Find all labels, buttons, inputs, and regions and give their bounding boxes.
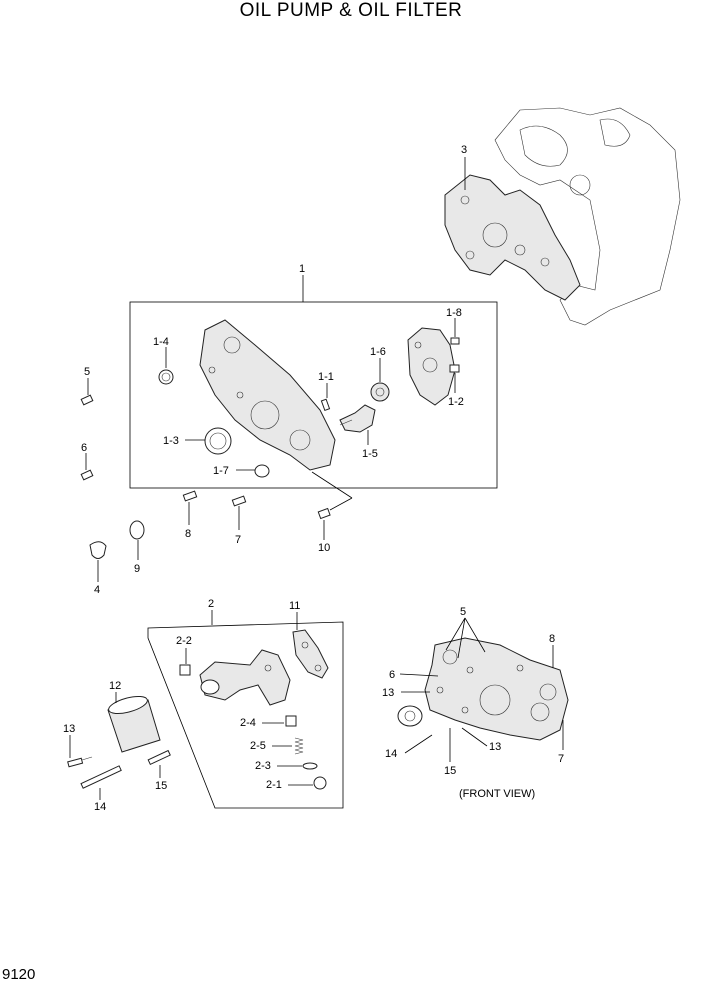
callout-2-3: 2-3 xyxy=(255,760,271,772)
page-title: OIL PUMP & OIL FILTER xyxy=(239,0,463,21)
oil-pump-cover xyxy=(407,327,456,406)
callout-14: 14 xyxy=(94,801,106,813)
front-view-callout-13b: 13 xyxy=(489,741,501,753)
callout-3: 3 xyxy=(461,144,467,156)
callout-8: 8 xyxy=(185,528,191,540)
front-view-callout-7: 7 xyxy=(558,753,564,765)
callout-11: 11 xyxy=(289,600,300,612)
page-number: 9120 xyxy=(2,966,36,983)
callout-1-3: 1-3 xyxy=(163,435,179,447)
callout-7: 7 xyxy=(235,534,241,546)
callout-2-5: 2-5 xyxy=(250,740,266,752)
callout-13: 13 xyxy=(63,723,75,735)
front-view-pump xyxy=(424,637,569,741)
oil-filter-housing-group: 2 2-2 2-4 2-5 2-3 2-1 xyxy=(147,598,344,809)
callout-5: 5 xyxy=(84,366,90,378)
oil-filter-group: 12 13 14 15 xyxy=(63,680,171,813)
front-view-callout-15: 15 xyxy=(444,765,456,777)
callout-6: 6 xyxy=(81,442,87,454)
callout-15: 15 xyxy=(155,780,167,792)
callout-1-5: 1-5 xyxy=(362,448,378,460)
gasket-11: 11 xyxy=(289,600,329,679)
front-view-caption: (FRONT VIEW) xyxy=(459,788,535,800)
callout-12: 12 xyxy=(109,680,121,692)
callout-1-8: 1-8 xyxy=(446,307,462,319)
callout-4: 4 xyxy=(94,584,100,596)
callout-2-1: 2-1 xyxy=(266,779,282,791)
front-view-callout-5: 5 xyxy=(460,606,466,618)
front-view-group: 5 6 13 8 7 13 14 15 (FRONT VIEW) xyxy=(382,606,569,800)
front-view-callout-8: 8 xyxy=(549,633,555,645)
front-view-callout-13a: 13 xyxy=(382,687,394,699)
callout-2-4: 2-4 xyxy=(240,717,256,729)
callout-1-2: 1-2 xyxy=(448,396,464,408)
callout-1-6: 1-6 xyxy=(370,346,386,358)
callout-2: 2 xyxy=(208,598,214,610)
front-view-callout-6: 6 xyxy=(389,669,395,681)
oil-filter-head xyxy=(199,649,291,706)
oil-pump-body xyxy=(199,319,336,471)
oil-pump-assembly-group: 1 1-4 1-3 1-7 1-1 xyxy=(129,263,498,489)
callout-1-1: 1-1 xyxy=(318,371,334,383)
callout-1-4: 1-4 xyxy=(153,336,169,348)
callout-10: 10 xyxy=(318,542,330,554)
callout-1: 1 xyxy=(299,263,305,275)
callout-2-2: 2-2 xyxy=(176,635,192,647)
callout-1-7: 1-7 xyxy=(213,465,229,477)
loose-bolts-group: 5 6 8 7 10 4 9 xyxy=(80,366,353,596)
front-view-callout-14: 14 xyxy=(385,748,397,760)
engine-block-illustration: 3 xyxy=(444,107,681,326)
callout-9: 9 xyxy=(134,563,140,575)
